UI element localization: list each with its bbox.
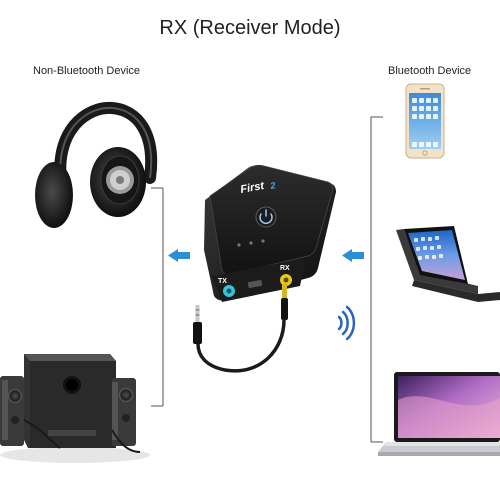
port-label-tx: TX	[218, 278, 227, 285]
non-bluetooth-device-label: Non-Bluetooth Device	[33, 65, 141, 77]
bluetooth-device-label: Bluetooth Device	[388, 65, 472, 77]
laptop-icon	[378, 372, 500, 456]
port-label-rx: RX	[280, 265, 290, 272]
right-bracket	[370, 116, 383, 443]
headphones-icon	[35, 101, 158, 228]
bluetooth-adapter: First 2 TX RX	[204, 164, 336, 302]
device-brand-suffix: 2	[269, 180, 277, 191]
wireless-signal-icon	[337, 305, 356, 341]
smartphone-icon	[405, 83, 445, 159]
arrow-left-icon	[168, 249, 190, 262]
speaker-system-icon	[0, 354, 150, 463]
tablet-icon	[396, 226, 500, 302]
device-brand: First	[239, 180, 266, 196]
diagram-title: RX (Receiver Mode)	[159, 17, 341, 39]
left-bracket	[151, 187, 164, 407]
arrow-left-icon-right	[342, 249, 364, 262]
audio-cable	[193, 284, 288, 373]
